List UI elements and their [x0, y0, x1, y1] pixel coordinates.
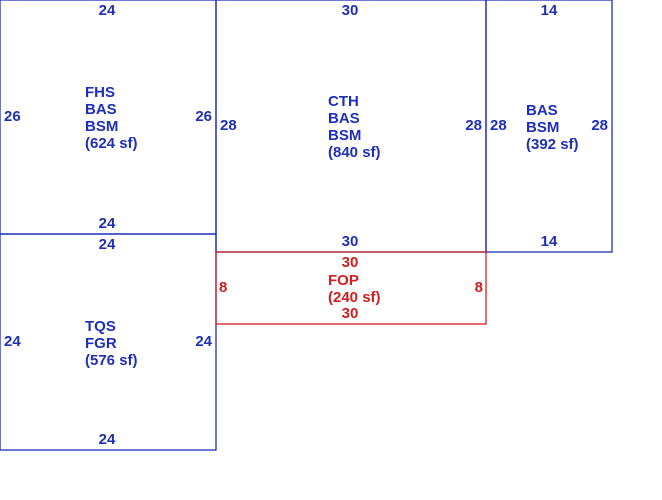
area-fop-area-value: (240 sf) [328, 289, 381, 306]
area-bas-label-line: BSM [526, 119, 559, 136]
area-cth-right-dimension: 28 [465, 117, 482, 134]
area-bas-label-line: BAS [526, 102, 558, 119]
area-cth-left-dimension: 28 [220, 117, 237, 134]
area-cth-label: CTH BAS BSM (840 sf) [328, 93, 381, 161]
area-cth-label-line: BAS [328, 110, 360, 127]
area-fhs-area-value: (624 sf) [85, 135, 138, 152]
area-bas-outline [485, 0, 613, 253]
area-fop-label-line: FOP [328, 272, 359, 289]
area-bas-label: BAS BSM (392 sf) [526, 102, 579, 153]
area-bas-bottom-dimension: 14 [541, 233, 558, 250]
area-tqs-outline [0, 233, 217, 451]
area-fhs-right-dimension: 26 [195, 108, 212, 125]
area-fhs: 24 24 26 26 FHS BAS BSM (624 sf) [0, 0, 217, 235]
area-tqs-right-dimension: 24 [195, 333, 212, 350]
area-tqs-bottom-dimension: 24 [99, 431, 116, 448]
area-bas: 14 14 28 28 BAS BSM (392 sf) [485, 0, 613, 253]
area-tqs-label-line: TQS [85, 318, 116, 335]
area-fop-left-dimension: 8 [219, 279, 227, 296]
area-fhs-label-line: FHS [85, 84, 115, 101]
area-bas-right-dimension: 28 [591, 117, 608, 134]
area-fop-top-dimension: 30 [342, 254, 359, 271]
area-cth-label-line: BSM [328, 127, 361, 144]
area-cth-label-line: CTH [328, 93, 359, 110]
area-fhs-left-dimension: 26 [4, 108, 21, 125]
area-cth-top-dimension: 30 [342, 2, 359, 19]
area-tqs-label: TQS FGR (576 sf) [85, 318, 138, 369]
area-fhs-label: FHS BAS BSM (624 sf) [85, 84, 138, 152]
area-fop-bottom-dimension: 30 [342, 305, 359, 322]
area-bas-top-dimension: 14 [541, 2, 558, 19]
area-tqs-top-dimension: 24 [99, 236, 116, 253]
area-fhs-label-line: BAS [85, 101, 117, 118]
area-cth-area-value: (840 sf) [328, 144, 381, 161]
area-bas-left-dimension: 28 [490, 117, 507, 134]
area-fop-right-dimension: 8 [475, 279, 483, 296]
area-fop-label: FOP (240 sf) [328, 272, 381, 306]
area-fhs-bottom-dimension: 24 [99, 215, 116, 232]
area-cth: 30 30 28 28 CTH BAS BSM (840 sf) [215, 0, 487, 253]
area-tqs: 24 24 24 24 TQS FGR (576 sf) [0, 233, 217, 451]
area-bas-area-value: (392 sf) [526, 136, 579, 153]
area-tqs-area-value: (576 sf) [85, 352, 138, 369]
area-tqs-left-dimension: 24 [4, 333, 21, 350]
area-fhs-top-dimension: 24 [99, 2, 116, 19]
area-fop-outline [215, 251, 487, 325]
area-fop: 30 30 8 8 FOP (240 sf) [215, 251, 487, 325]
area-fhs-label-line: BSM [85, 118, 118, 135]
area-tqs-label-line: FGR [85, 335, 117, 352]
area-cth-bottom-dimension: 30 [342, 233, 359, 250]
